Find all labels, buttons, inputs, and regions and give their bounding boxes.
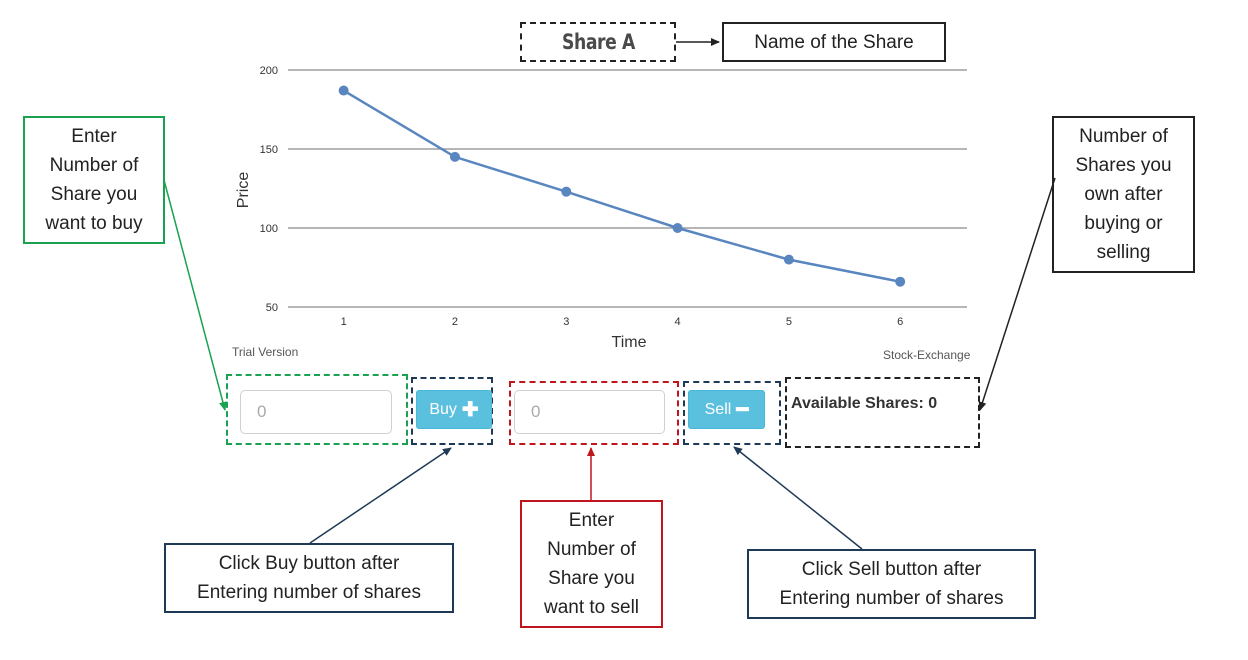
x-tick-label: 5	[786, 316, 792, 328]
callout-enter-sell: Enter Number of Share you want to sell	[520, 500, 663, 628]
callout-line: Number of	[1079, 126, 1168, 147]
sell-input-highlight	[509, 381, 679, 445]
share-title-box: Share A	[520, 22, 676, 62]
callout-line: Enter	[568, 510, 615, 531]
data-point	[449, 151, 460, 162]
y-tick-label: 50	[266, 302, 278, 314]
data-point	[338, 85, 349, 96]
callout-line: Share you	[50, 184, 138, 205]
stock-exchange-label: Stock-Exchange	[883, 348, 971, 362]
arrow-click-buy	[309, 447, 452, 544]
callout-click-sell: Click Sell button after Entering number …	[747, 549, 1036, 619]
callout-line: Share you	[548, 568, 635, 589]
callout-line: want to buy	[45, 213, 143, 234]
arrow-owned-callout	[978, 177, 1056, 411]
buy-button[interactable]: Buy ✚	[416, 390, 492, 429]
data-point	[895, 276, 906, 287]
x-tick-label: 2	[452, 316, 458, 328]
callout-line: Number of	[547, 539, 636, 560]
price-line	[343, 89, 901, 283]
chart-grid	[288, 69, 967, 308]
x-tick-label: 4	[675, 316, 681, 328]
y-tick-label: 150	[260, 144, 278, 156]
callout-enter-buy: Enter Number of Share you want to buy	[23, 116, 165, 244]
callout-line: Shares you	[1075, 155, 1172, 176]
x-tick-label: 3	[563, 316, 569, 328]
y-axis-label: Price	[235, 172, 252, 209]
callout-line: Click Buy button after	[218, 553, 400, 574]
x-tick-label: 1	[341, 316, 347, 328]
sell-quantity-input[interactable]	[514, 390, 665, 434]
share-title: Share A	[561, 30, 635, 54]
callout-share-name-text: Name of the Share	[754, 31, 914, 53]
arrow-click-sell	[733, 446, 863, 550]
buy-button-label: Buy	[429, 400, 457, 418]
callout-share-name: Name of the Share	[722, 22, 946, 62]
callout-line: Number of	[49, 155, 139, 176]
callout-line: own after	[1084, 184, 1163, 205]
callout-line: buying or	[1084, 213, 1163, 234]
sell-button-label: Sell	[704, 400, 732, 418]
sell-button-highlight	[683, 381, 781, 445]
price-points	[338, 85, 906, 287]
sell-button[interactable]: Sell ━	[688, 390, 765, 429]
data-point	[783, 254, 794, 265]
callout-line: Entering number of shares	[779, 588, 1004, 609]
data-point	[672, 223, 683, 233]
buy-button-highlight	[411, 377, 493, 445]
data-point	[561, 186, 572, 197]
trial-version-label: Trial Version	[232, 345, 299, 359]
price-chart: 50 100 150 200 1 2 3 4 5 6 Time Price	[235, 65, 967, 351]
callout-line: selling	[1096, 242, 1151, 263]
callout-line: Entering number of shares	[197, 582, 421, 603]
x-tick-label: 6	[897, 316, 903, 328]
x-tick-labels: 1 2 3 4 5 6	[341, 316, 904, 328]
callout-owned-shares: Number of Shares you own after buying or…	[1052, 116, 1195, 273]
minus-icon: ━	[736, 398, 749, 421]
x-axis-label: Time	[612, 334, 647, 351]
callout-line: Enter	[71, 126, 117, 147]
available-shares-text: Available Shares: 0	[791, 395, 938, 412]
buy-input-highlight	[226, 374, 408, 445]
arrow-buy-callout	[163, 179, 227, 411]
y-tick-label: 100	[260, 223, 278, 235]
callout-line: want to sell	[543, 597, 640, 618]
available-shares-highlight	[785, 377, 980, 448]
y-tick-labels: 50 100 150 200	[260, 65, 278, 314]
callout-click-buy: Click Buy button after Entering number o…	[164, 543, 454, 613]
plus-icon: ✚	[461, 398, 479, 421]
buy-quantity-input[interactable]	[240, 390, 392, 434]
callout-line: Click Sell button after	[801, 559, 982, 580]
y-tick-label: 200	[260, 65, 278, 77]
